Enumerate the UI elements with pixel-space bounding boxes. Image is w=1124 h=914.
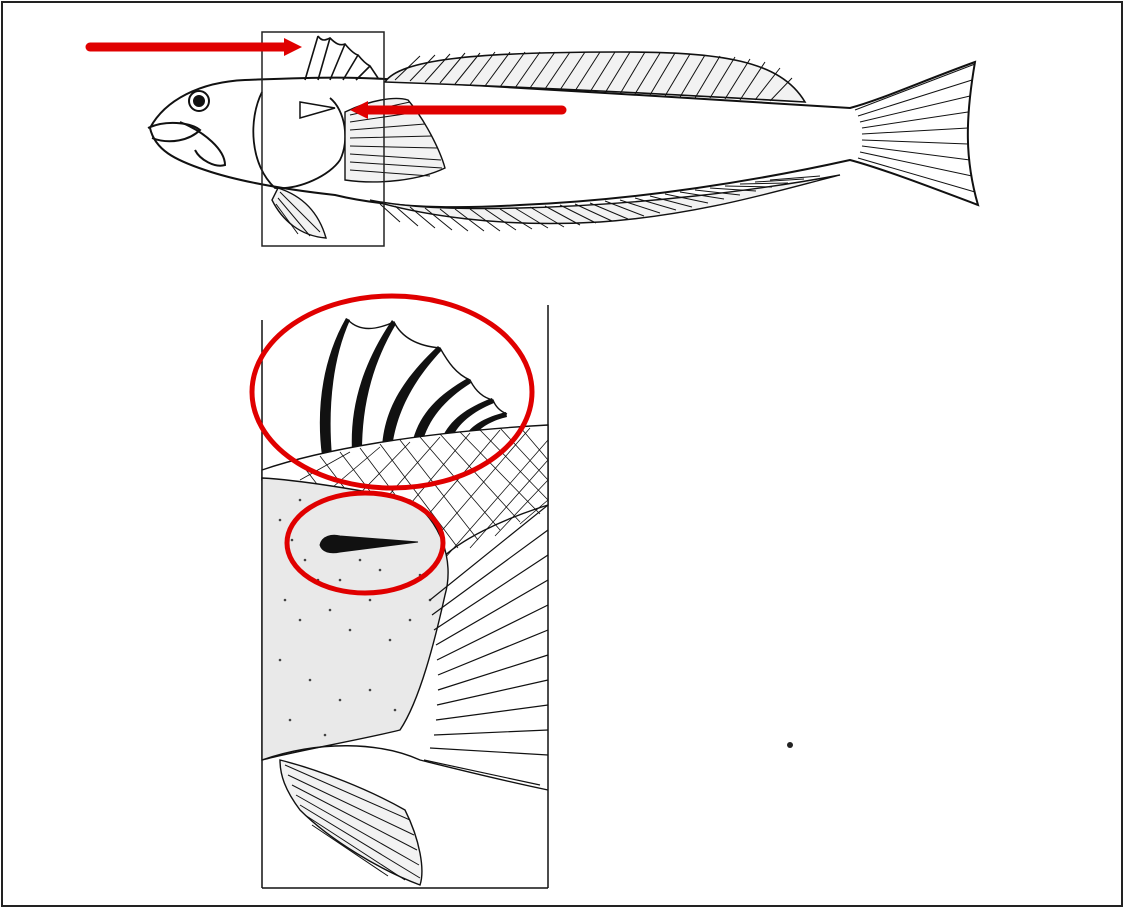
- fish-pupil: [194, 96, 204, 106]
- stray-dot: [787, 742, 793, 748]
